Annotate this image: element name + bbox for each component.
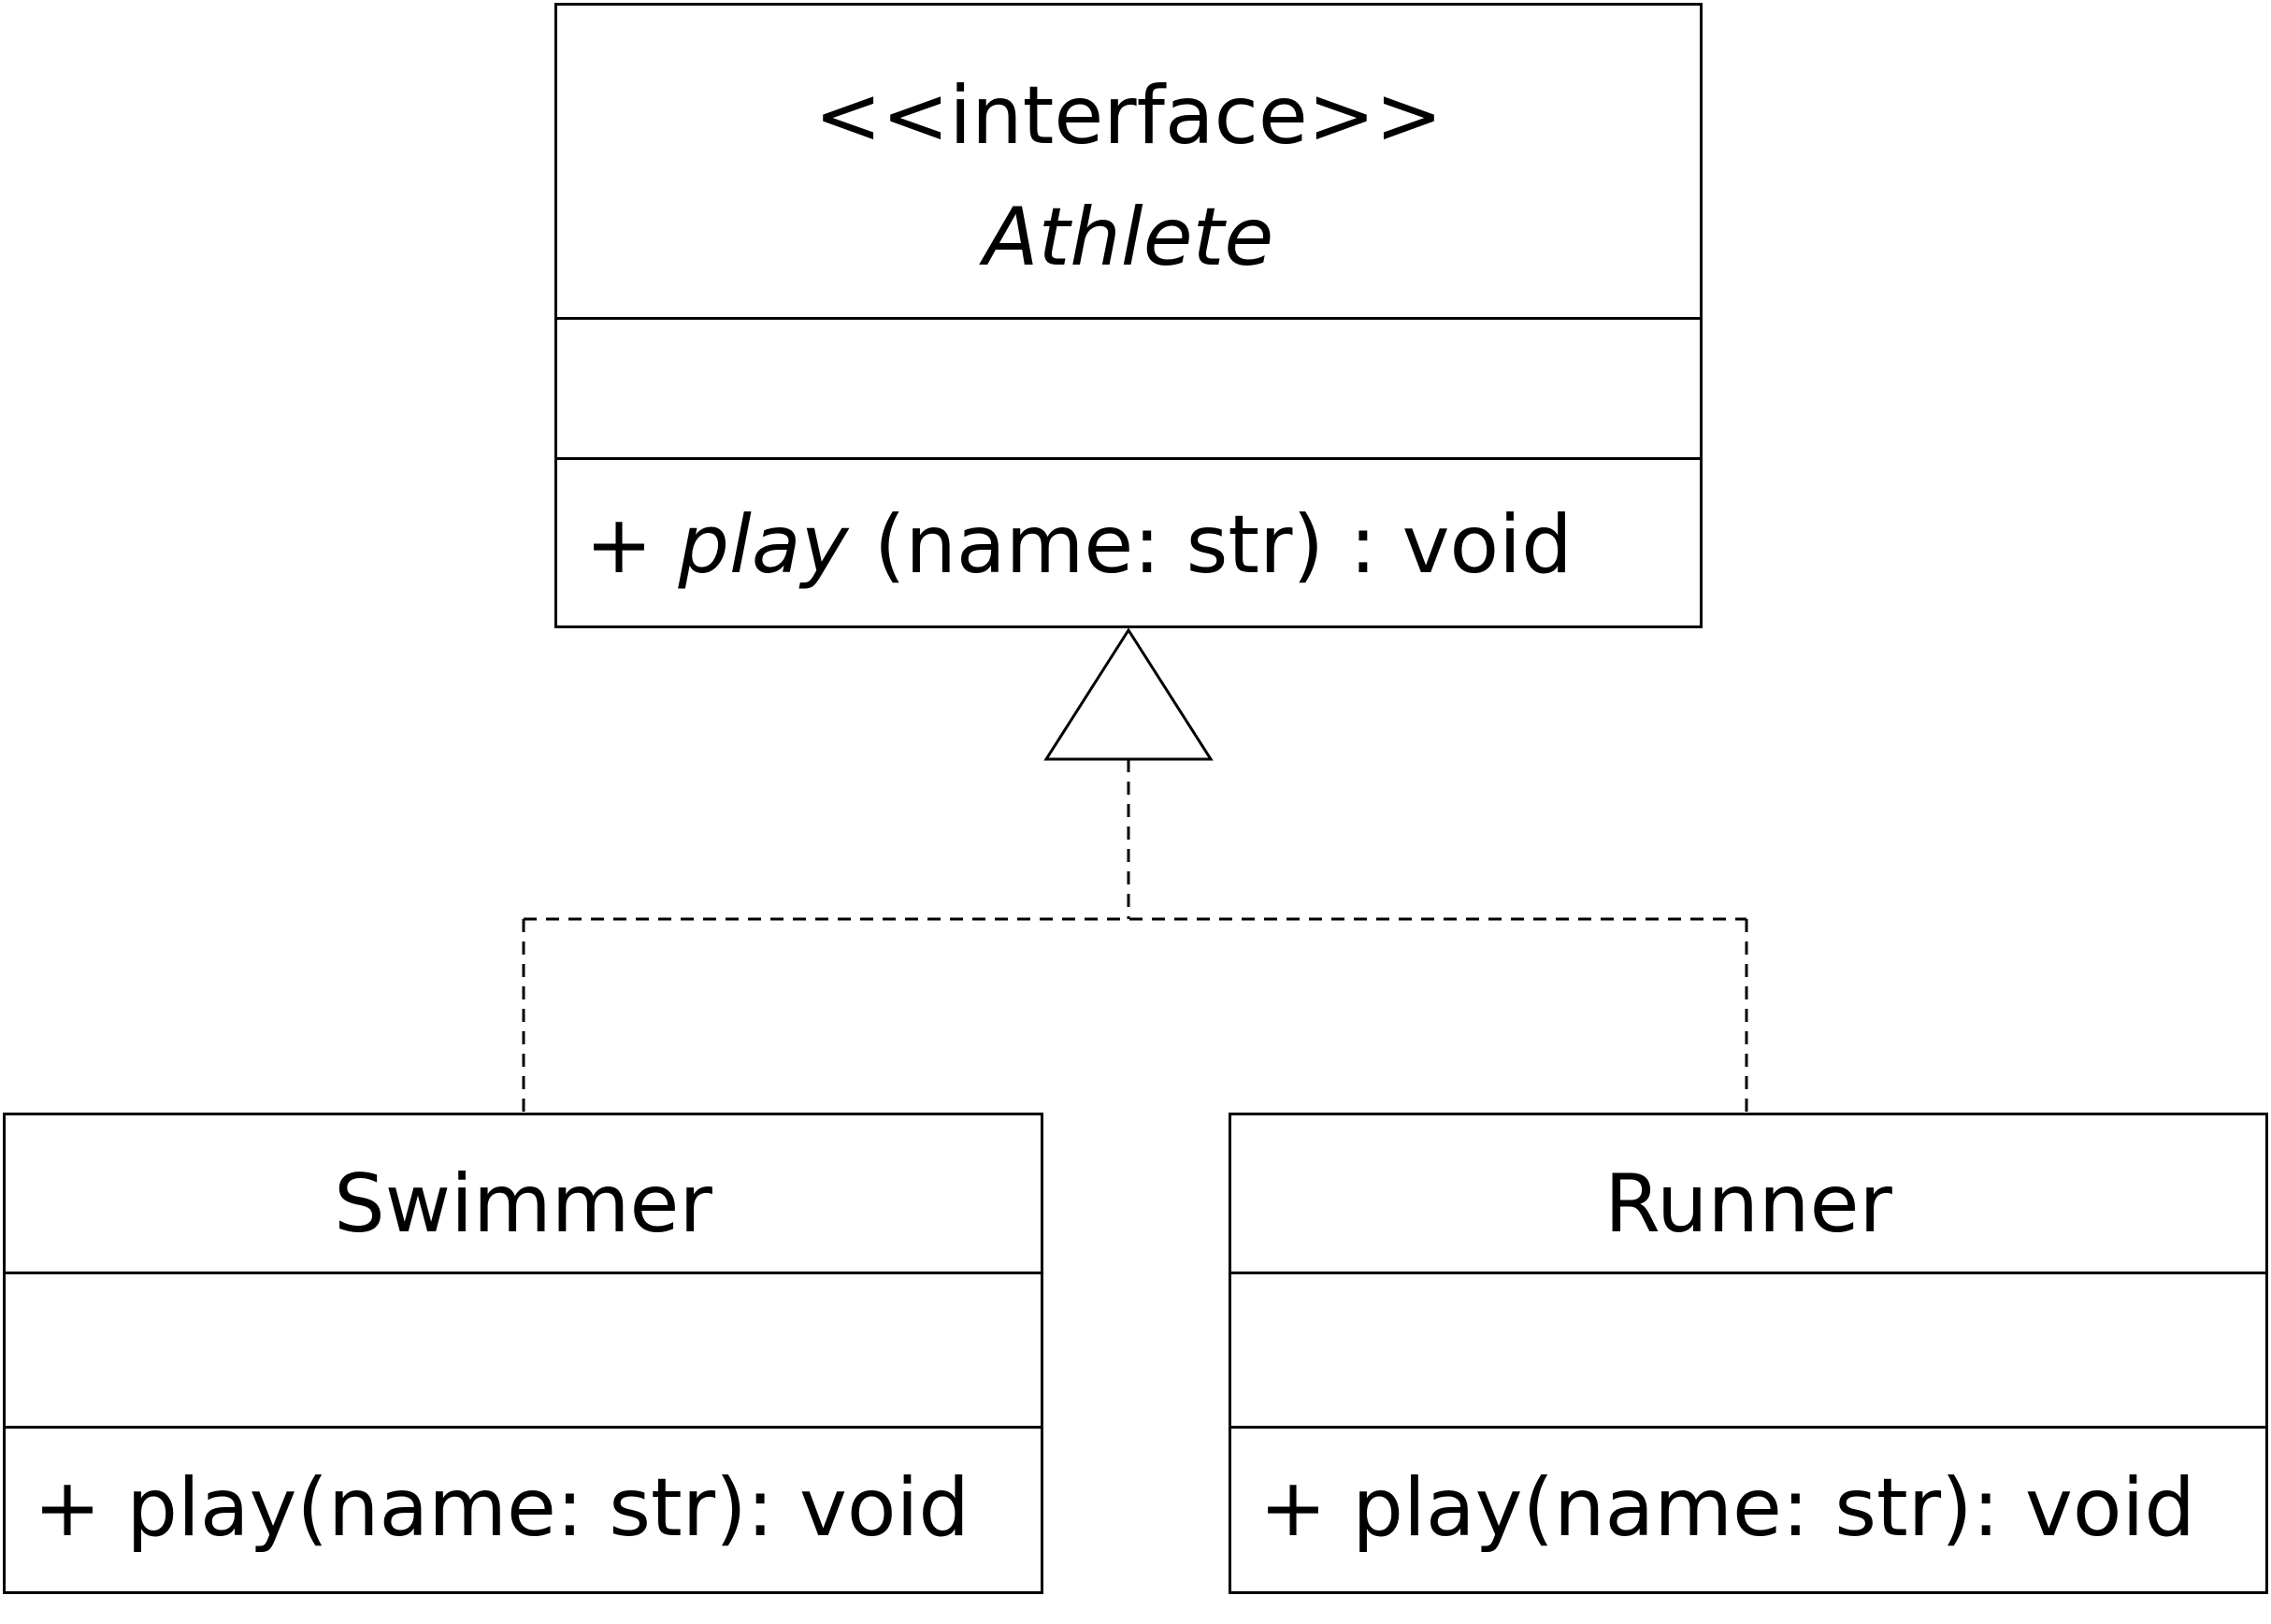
class-runner[interactable]: Runner + play(name: str): void: [1229, 1113, 2268, 1594]
interface-stereotype: <<interface>>: [814, 69, 1443, 163]
operation-signature: (name: str) : void: [873, 498, 1573, 592]
operation-name: play: [678, 498, 849, 592]
runner-attributes-compartment: [1231, 1272, 2265, 1426]
swimmer-operations-compartment: + play(name: str): void: [6, 1426, 1041, 1591]
operation-visibility: +: [585, 498, 654, 592]
runner-operations-compartment: + play(name: str): void: [1231, 1426, 2265, 1591]
interface-name-compartment: <<interface>> Athlete: [557, 6, 1700, 317]
runner-class-name: Runner: [1604, 1157, 1892, 1251]
interface-name: Athlete: [983, 191, 1274, 284]
realization-arrowhead: [1043, 627, 1214, 761]
swimmer-name-compartment: Swimmer: [6, 1115, 1041, 1272]
interface-attributes-compartment: [557, 317, 1700, 457]
swimmer-operation: + play(name: str): void: [34, 1461, 970, 1555]
swimmer-attributes-compartment: [6, 1272, 1041, 1426]
runner-operation: + play(name: str): void: [1259, 1461, 2195, 1555]
runner-name-compartment: Runner: [1231, 1115, 2265, 1272]
interface-operation: + play (name: str) : void: [585, 505, 1573, 585]
interface-athlete[interactable]: <<interface>> Athlete + play (name: str)…: [554, 3, 1703, 628]
swimmer-class-name: Swimmer: [334, 1157, 712, 1251]
interface-operations-compartment: + play (name: str) : void: [557, 457, 1700, 625]
class-swimmer[interactable]: Swimmer + play(name: str): void: [3, 1113, 1043, 1594]
